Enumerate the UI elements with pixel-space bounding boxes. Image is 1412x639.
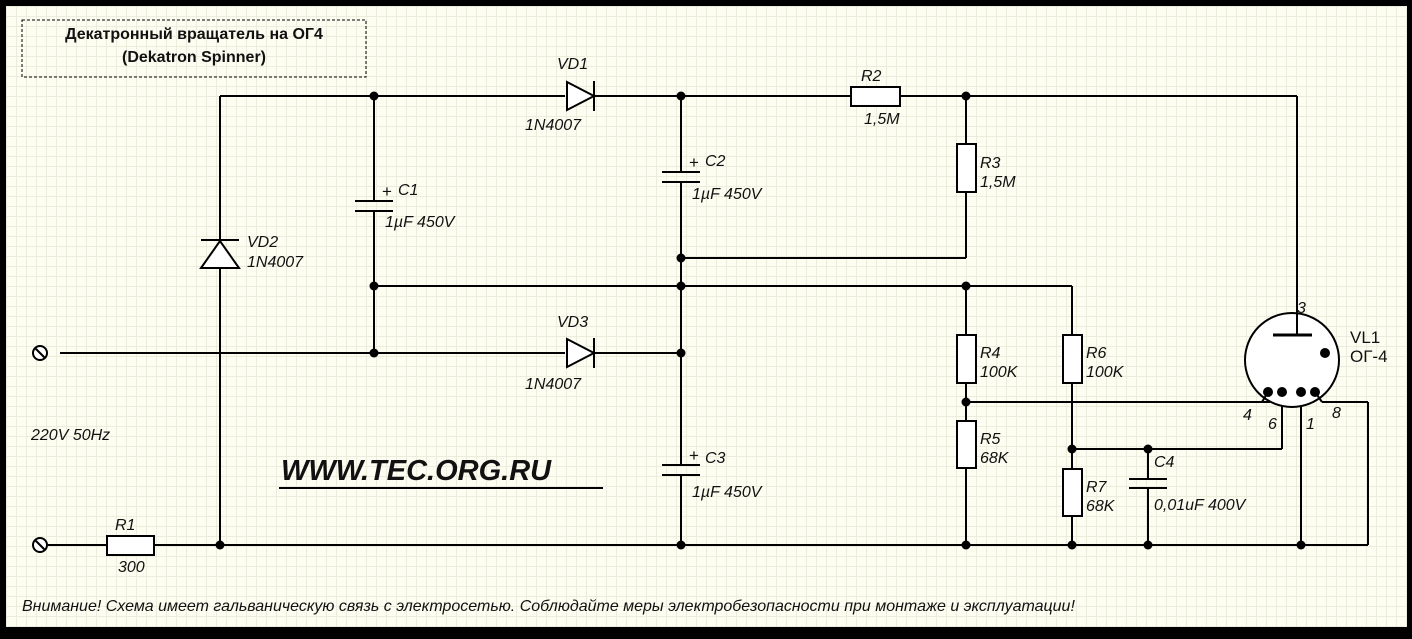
- schematic-canvas: Декатронный вращатель на ОГ4 (Dekatron S…: [21, 19, 1388, 615]
- resistor-icon: [850, 86, 901, 107]
- resistor-R7[interactable]: R7 68K: [1062, 468, 1116, 517]
- c2-value: 1µF 450V: [692, 186, 763, 203]
- diode-VD1[interactable]: VD1 1N4007: [525, 56, 597, 134]
- c2-plus: +: [689, 153, 699, 172]
- junction-dot: [961, 397, 971, 407]
- c2-ref: C2: [705, 153, 726, 170]
- vd3-value: 1N4007: [525, 376, 582, 393]
- resistor-icon: [1062, 468, 1083, 517]
- resistor-icon: [956, 334, 977, 384]
- resistor-icon: [106, 535, 155, 556]
- pin-label-4: 4: [1243, 407, 1252, 424]
- r2-ref: R2: [861, 68, 882, 85]
- r1-value: 300: [118, 559, 145, 576]
- vd3-ref: VD3: [557, 314, 588, 331]
- junction-dot: [961, 281, 971, 291]
- wires: [48, 95, 1369, 546]
- pin-label-1: 1: [1306, 416, 1315, 433]
- pin-label-3: 3: [1297, 300, 1306, 317]
- c1-ref: C1: [398, 182, 418, 199]
- capacitor-C3[interactable]: + C3 1µF 450V: [662, 446, 763, 501]
- pin-label-8: 8: [1332, 405, 1341, 422]
- resistor-R1[interactable]: R1 300: [106, 517, 155, 576]
- c1-value: 1µF 450V: [385, 214, 456, 231]
- resistor-R3[interactable]: R3 1,5M: [956, 143, 1016, 193]
- diode-icon: [199, 239, 241, 269]
- junction-dot: [676, 253, 686, 263]
- website-link[interactable]: WWW.TEC.ORG.RU: [281, 455, 552, 487]
- dekatron-tube-icon: [1244, 312, 1340, 408]
- resistor-icon: [956, 420, 977, 469]
- capacitor-C1[interactable]: + C1 1µF 450V: [355, 182, 456, 231]
- r5-value: 68K: [980, 450, 1010, 467]
- capacitor-C4[interactable]: C4 0,01uF 400V: [1129, 454, 1247, 514]
- r5-ref: R5: [980, 431, 1001, 448]
- diode-icon: [566, 337, 597, 369]
- junction-dot: [961, 91, 971, 101]
- junction-dot: [369, 348, 379, 358]
- vl1-ref: VL1: [1350, 328, 1380, 347]
- junction-dot: [1143, 444, 1153, 454]
- vl1-value: ОГ-4: [1350, 347, 1388, 366]
- supply-label: 220V 50Hz: [30, 427, 110, 444]
- junction-dot: [676, 540, 686, 550]
- safety-warning: Внимание! Схема имеет гальваническую свя…: [22, 598, 1075, 615]
- junction-dot: [1067, 444, 1077, 454]
- vd1-ref: VD1: [557, 56, 588, 73]
- junction-dot: [369, 91, 379, 101]
- r4-value: 100K: [980, 364, 1019, 381]
- r7-value: 68K: [1086, 498, 1116, 515]
- r7-ref: R7: [1086, 479, 1108, 496]
- vd1-value: 1N4007: [525, 117, 582, 134]
- junction-dot: [961, 540, 971, 550]
- r2-value: 1,5M: [864, 111, 900, 128]
- resistor-R2[interactable]: R2 1,5M: [850, 68, 901, 128]
- c4-ref: C4: [1154, 454, 1175, 471]
- r3-value: 1,5M: [980, 174, 1016, 191]
- title-box: [21, 19, 367, 78]
- r4-ref: R4: [980, 345, 1001, 362]
- c3-plus: +: [689, 446, 699, 465]
- r6-ref: R6: [1086, 345, 1107, 362]
- r6-value: 100K: [1086, 364, 1125, 381]
- junction-dot: [369, 281, 379, 291]
- resistor-R5[interactable]: R5 68K: [956, 420, 1010, 469]
- r1-ref: R1: [115, 517, 135, 534]
- dekatron-VL1[interactable]: 3 4 6 1 8 VL1 ОГ-4: [1243, 300, 1388, 433]
- pin-dot: [1277, 387, 1287, 397]
- vd2-value: 1N4007: [247, 254, 304, 271]
- junction-dot: [676, 91, 686, 101]
- diode-icon: [566, 80, 597, 112]
- terminal-ac-1[interactable]: [32, 345, 48, 361]
- junction-dot: [1067, 540, 1077, 550]
- junction-dot: [676, 348, 686, 358]
- resistor-R6[interactable]: R6 100K: [1062, 334, 1125, 384]
- title-line2: (Dekatron Spinner): [122, 49, 266, 66]
- pin-label-6: 6: [1268, 416, 1277, 433]
- junctions: [215, 91, 1306, 550]
- resistor-icon: [1062, 334, 1083, 384]
- resistor-icon: [956, 143, 977, 193]
- resistor-R4[interactable]: R4 100K: [956, 334, 1019, 384]
- terminal-ac-2[interactable]: [32, 537, 48, 553]
- diode-VD2[interactable]: VD2 1N4007: [199, 234, 304, 271]
- c1-plus: +: [382, 182, 392, 201]
- junction-dot: [676, 281, 686, 291]
- junction-dot: [1296, 540, 1306, 550]
- junction-dot: [1143, 540, 1153, 550]
- capacitor-C2[interactable]: + C2 1µF 450V: [662, 153, 763, 203]
- junction-dot: [215, 540, 225, 550]
- vd2-ref: VD2: [247, 234, 278, 251]
- c3-value: 1µF 450V: [692, 484, 763, 501]
- pin-dot: [1296, 387, 1306, 397]
- diode-VD3[interactable]: VD3 1N4007: [525, 314, 597, 393]
- r3-ref: R3: [980, 155, 1001, 172]
- gas-fill-dot: [1320, 348, 1330, 358]
- c4-value: 0,01uF 400V: [1154, 497, 1247, 514]
- schematic-sheet: Декатронный вращатель на ОГ4 (Dekatron S…: [6, 6, 1407, 627]
- title-line1: Декатронный вращатель на ОГ4: [65, 26, 323, 43]
- c3-ref: C3: [705, 450, 726, 467]
